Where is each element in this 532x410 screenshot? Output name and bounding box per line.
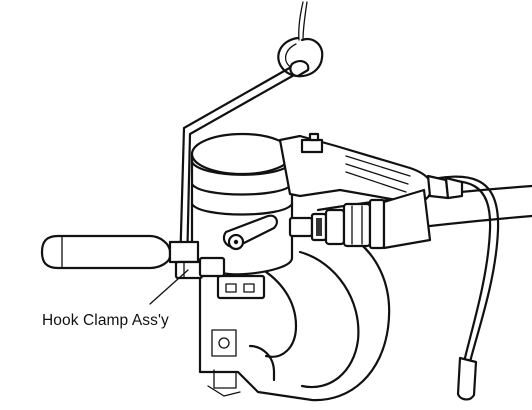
valve-lever xyxy=(222,214,278,251)
hanger-rod xyxy=(178,60,310,270)
hose-coupler xyxy=(288,188,432,250)
carry-handle xyxy=(40,234,200,270)
cylinder xyxy=(190,132,294,276)
callout-leader-line xyxy=(149,269,189,305)
handle-housing xyxy=(278,132,464,204)
hook-clamp-label: Hook Clamp Ass'y xyxy=(42,312,169,329)
hook-clamp-assembly xyxy=(174,256,226,280)
